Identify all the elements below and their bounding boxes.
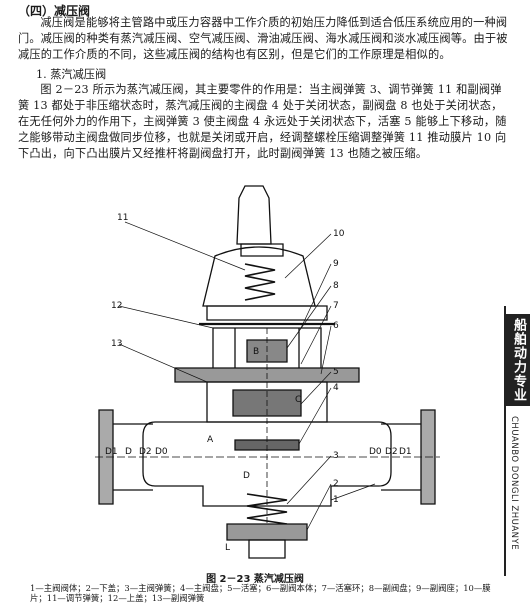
dimension-label-7: L (225, 543, 230, 553)
section-heading: （四）减压阀 (18, 4, 91, 18)
sidebar-rule (504, 306, 530, 576)
dimension-label-2: D2 (139, 447, 152, 457)
subsection-heading: 1. 蒸汽减压阀 (36, 68, 107, 81)
callout-number-4: 7 (333, 301, 339, 311)
callout-number-10: 3 (333, 451, 339, 461)
dimension-label-5: D2 (385, 447, 398, 457)
callout-number-5: 6 (333, 321, 339, 331)
body-paragraph: 图 2－23 所示为蒸汽减压阀，其主要零件的作用是：当主阀弹簧 3、调节弹簧 1… (18, 82, 508, 162)
callout-number-1: 10 (333, 229, 345, 239)
figure-caption: 图 2－23 蒸汽减压阀 (206, 574, 304, 585)
dimension-label-1: D (125, 447, 132, 457)
dimension-label-3: D0 (155, 447, 168, 457)
callout-number-11: 2 (333, 479, 339, 489)
callout-number-0: 11 (117, 213, 128, 223)
callout-number-9: 4 (333, 383, 339, 393)
callout-number-6: 12 (111, 301, 122, 311)
intro-paragraph: 减压阀是能够将主管路中或压力容器中工作介质的初始压力降低到适合低压系统应用的一种… (18, 15, 508, 63)
dimension-label-4: D0 (369, 447, 382, 457)
chamber-letter-1: B (253, 347, 259, 357)
callout-number-3: 8 (333, 281, 339, 291)
sidebar-title: 船舶动力专业 (506, 314, 530, 406)
section-sidebar-tab: 船舶动力专业 CHUANBO DONGLI ZHUANYE (504, 306, 530, 576)
intro-text: 减压阀是能够将主管路中或压力容器中工作介质的初始压力降低到适合低压系统应用的一种… (18, 16, 508, 61)
dimension-label-0: D1 (105, 447, 118, 457)
body-text: 图 2－23 所示为蒸汽减压阀，其主要零件的作用是：当主阀弹簧 3、调节弹簧 1… (18, 83, 507, 160)
callout-number-12: 1 (333, 495, 339, 505)
callout-number-2: 9 (333, 259, 339, 269)
figure-legend: 1—主阀阀体；2—下盖；3—主阀弹簧；4—主阀盘；5—活塞；6—副阀本体；7—活… (30, 583, 491, 603)
chamber-letter-0: A (207, 435, 214, 445)
dimension-label-6: D1 (399, 447, 412, 457)
chamber-letter-3: D (243, 471, 250, 481)
chamber-letter-2: C (295, 395, 301, 405)
callout-number-7: 13 (111, 339, 122, 349)
callout-number-8: 5 (333, 367, 339, 377)
sidebar-pinyin: CHUANBO DONGLI ZHUANYE (509, 416, 519, 551)
